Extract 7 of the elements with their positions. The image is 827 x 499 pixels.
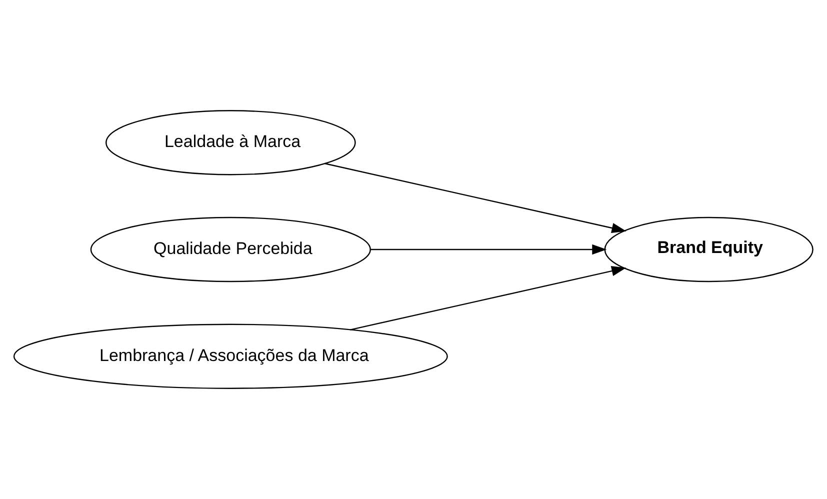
arrow xyxy=(324,162,626,234)
node-ellipse: Qualidade Percebida xyxy=(90,216,371,282)
arrow xyxy=(350,266,626,330)
node-ellipse: Lembrança / Associações da Marca xyxy=(13,324,448,389)
arrow xyxy=(370,244,607,255)
node-ellipse: Lealdade à Marca xyxy=(106,110,356,176)
node-ellipse: Brand Equity xyxy=(604,216,814,282)
